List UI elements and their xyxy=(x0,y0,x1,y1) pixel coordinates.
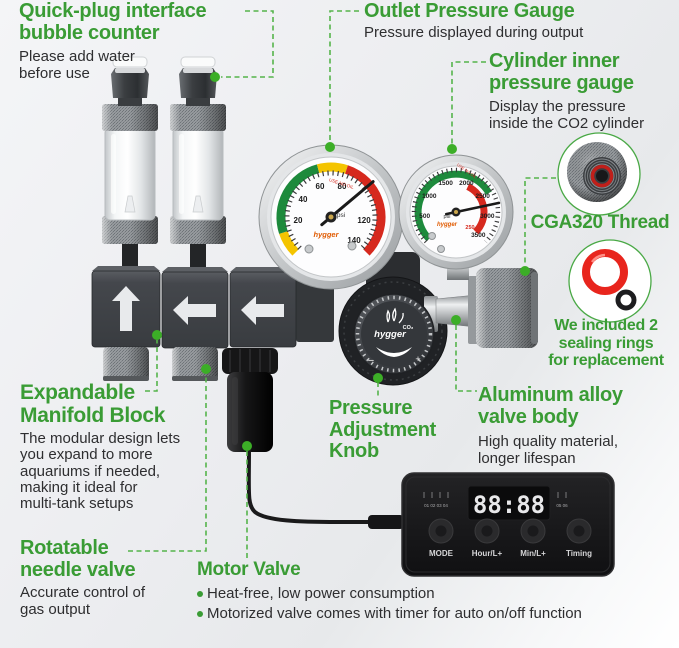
svg-text:250: 250 xyxy=(465,225,474,231)
cylinder-pressure-gauge: 500 1000 1500 2000 2500 3000 3500 250 US… xyxy=(398,154,514,270)
callout-pressure-knob: Pressure Adjustment Knob xyxy=(329,397,437,462)
callout-title: valve body xyxy=(478,406,579,428)
svg-text:2500: 2500 xyxy=(475,193,490,200)
callout-title: bubble counter xyxy=(19,22,160,44)
callout-desc: before use xyxy=(19,65,90,82)
svg-text:CO₂: CO₂ xyxy=(403,325,414,331)
brand-leaf-icon xyxy=(386,307,404,324)
min-button[interactable]: Min/L+ xyxy=(520,518,546,558)
callout-needle-valve: Rotatable needle valve Accurate control … xyxy=(20,537,146,618)
callout-manifold: Expandable Manifold Block The modular de… xyxy=(20,381,181,513)
motor-valve xyxy=(222,348,278,452)
timer-digits: 88:88 xyxy=(473,491,545,519)
callout-dots xyxy=(152,72,530,451)
callout-title: Expandable xyxy=(20,381,135,404)
callout-title: Cylinder inner xyxy=(489,50,620,72)
callout-desc: Display the pressure xyxy=(489,98,626,115)
callout-title: Rotatable xyxy=(20,537,109,559)
callout-aluminum-body: Aluminum alloy valve body High quality m… xyxy=(478,384,623,467)
bubble-counter-left xyxy=(102,56,158,274)
callout-title: Aluminum alloy xyxy=(478,384,623,406)
svg-text:psi: psi xyxy=(337,212,345,219)
cga320-thread-inset xyxy=(557,132,641,216)
callout-outlet-gauge: Outlet Pressure Gauge Pressure displayed… xyxy=(364,0,583,41)
callout-desc: Pressure displayed during output xyxy=(364,24,584,41)
hour-button[interactable]: Hour/L+ xyxy=(472,518,503,558)
power-plug xyxy=(368,515,404,529)
svg-text:140: 140 xyxy=(347,236,361,245)
svg-text:hygger: hygger xyxy=(313,230,339,239)
svg-text:80: 80 xyxy=(338,182,347,191)
arrow-up-icon xyxy=(112,286,140,331)
svg-text:1000: 1000 xyxy=(422,193,437,200)
callout-motor-valve: Motor Valve Heat-free, low power consump… xyxy=(197,559,582,622)
svg-text:hygger: hygger xyxy=(437,222,458,228)
svg-text:01 02 03 04: 01 02 03 04 xyxy=(424,503,448,508)
arrow-left-icon xyxy=(241,296,284,325)
svg-text:2000: 2000 xyxy=(459,180,474,187)
callout-title: Motor Valve xyxy=(197,559,301,580)
svg-text:−: − xyxy=(368,355,374,367)
callout-desc: inside the CO2 cylinder xyxy=(489,115,645,132)
svg-text:Hour/L+: Hour/L+ xyxy=(472,549,503,558)
callout-title: needle valve xyxy=(20,559,136,581)
bubble-counter-right xyxy=(170,56,226,274)
callout-desc: Please add water xyxy=(19,48,135,65)
callout-desc: longer lifespan xyxy=(478,450,576,467)
svg-text:psi: psi xyxy=(443,214,450,220)
svg-text:20: 20 xyxy=(294,216,303,225)
svg-text:+: + xyxy=(415,354,420,364)
svg-text:3000: 3000 xyxy=(480,213,495,220)
callout-title: Quick-plug interface xyxy=(19,0,207,22)
power-cable xyxy=(246,448,374,524)
svg-text:hygger: hygger xyxy=(374,329,407,340)
svg-text:MODE: MODE xyxy=(429,549,454,558)
svg-text:40: 40 xyxy=(299,195,308,204)
outlet-pressure-gauge: 20 40 60 80 120 140 USE NO OIL psi hygge… xyxy=(258,144,404,290)
timer-display xyxy=(467,485,551,521)
svg-text:120: 120 xyxy=(357,216,371,225)
callout-cga-thread: CGA320 Thread xyxy=(530,212,670,233)
svg-text:500: 500 xyxy=(419,213,430,220)
red-o-ring xyxy=(582,249,628,295)
svg-text:05 06: 05 06 xyxy=(556,503,568,508)
callout-desc: High quality material, xyxy=(478,433,619,450)
callout-title: Manifold Block xyxy=(20,404,166,427)
svg-text:Min/L+: Min/L+ xyxy=(520,549,546,558)
callout-quick-plug: Quick-plug interface bubble counter Plea… xyxy=(19,0,207,82)
timing-button[interactable]: Timing xyxy=(566,518,592,558)
brand-smile-icon xyxy=(376,347,412,357)
timer-controller: 88:88 01 02 03 04 05 06 MODE Hour/L+ Min… xyxy=(401,472,615,577)
bullet-icon xyxy=(197,611,203,617)
arrow-left-icon xyxy=(173,296,216,325)
pressure-adjustment-knob: hygger CO₂ − + xyxy=(353,293,435,375)
mode-button[interactable]: MODE xyxy=(428,518,454,558)
callout-cylinder-gauge: Cylinder inner pressure gauge Display th… xyxy=(489,50,644,132)
black-o-ring xyxy=(615,289,637,311)
callout-title: Outlet Pressure Gauge xyxy=(364,0,575,22)
svg-text:60: 60 xyxy=(316,182,325,191)
manifold-block xyxy=(91,266,334,349)
svg-text:1500: 1500 xyxy=(438,180,453,187)
svg-text:3500: 3500 xyxy=(471,232,486,239)
callout-sealing-rings: We included 2 sealing rings for replacem… xyxy=(548,317,664,369)
sealing-rings-inset xyxy=(568,239,652,323)
callout-connectors xyxy=(128,10,556,560)
bullet-icon xyxy=(197,591,203,597)
callout-title: pressure gauge xyxy=(489,72,634,94)
svg-text:Timing: Timing xyxy=(566,549,592,558)
needle-valves xyxy=(103,347,218,381)
